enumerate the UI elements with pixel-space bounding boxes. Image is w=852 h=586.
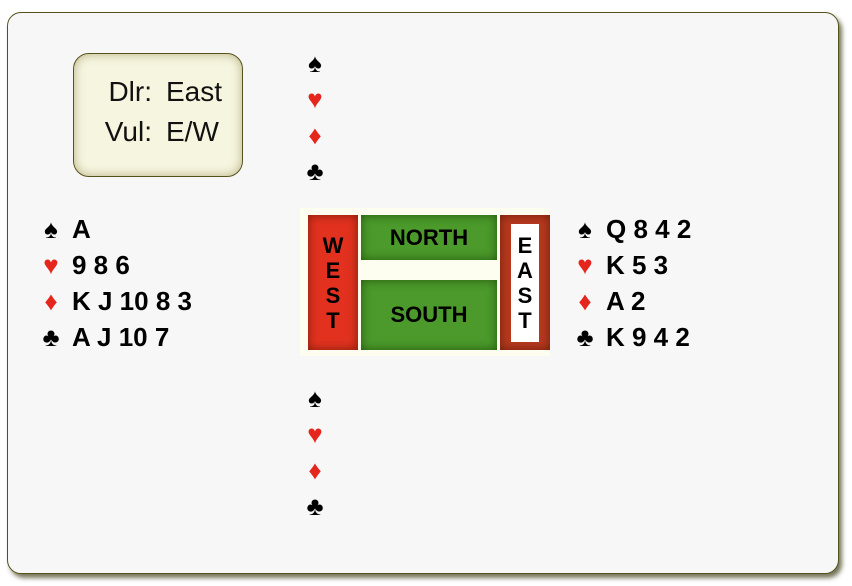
- east-spades: Q 8 4 2: [606, 213, 692, 244]
- east-diamonds: A 2: [606, 285, 646, 316]
- east-hand: ♠ Q 8 4 2 ♥ K 5 3 ♦ A 2 ♣ K 9 4 2: [570, 211, 691, 355]
- club-icon: ♣: [306, 155, 324, 186]
- diamond-icon: ♦: [44, 285, 58, 316]
- west-letter: S: [325, 282, 341, 308]
- west-letter: T: [326, 307, 340, 333]
- vulnerability-value: E/W: [166, 116, 219, 147]
- spade-icon: ♠: [578, 213, 592, 244]
- north-seat: NORTH: [361, 215, 497, 260]
- club-icon: ♣: [42, 321, 60, 352]
- west-clubs: A J 10 7: [72, 321, 170, 352]
- heart-icon: ♥: [307, 83, 323, 114]
- dealer-label: Dlr:: [108, 76, 152, 107]
- west-letter: W: [322, 232, 344, 258]
- diamond-icon: ♦: [308, 119, 322, 150]
- diamond-icon: ♦: [578, 285, 592, 316]
- east-hearts: K 5 3: [606, 249, 669, 280]
- north-hand: ♠ ♥ ♦ ♣: [300, 45, 336, 189]
- spade-icon: ♠: [44, 213, 58, 244]
- club-icon: ♣: [306, 490, 324, 521]
- east-letter: A: [517, 257, 533, 283]
- heart-icon: ♥: [577, 249, 593, 280]
- south-hand: ♠ ♥ ♦ ♣: [300, 380, 336, 524]
- heart-icon: ♥: [43, 249, 59, 280]
- spade-icon: ♠: [308, 382, 322, 413]
- west-letter: E: [325, 257, 341, 283]
- vulnerability-label: Vul:: [104, 116, 152, 147]
- diamond-icon: ♦: [308, 454, 322, 485]
- club-icon: ♣: [576, 321, 594, 352]
- west-diamonds: K J 10 8 3: [72, 285, 192, 316]
- west-seat: W E S T: [308, 215, 358, 350]
- spade-icon: ♠: [308, 47, 322, 78]
- dealer-value: East: [166, 76, 223, 107]
- east-letter: T: [518, 307, 532, 333]
- east-letter: S: [517, 282, 533, 308]
- west-spades: A: [72, 213, 91, 244]
- south-seat: SOUTH: [361, 280, 497, 350]
- deal-info-box: Dlr: East Vul: E/W: [73, 53, 243, 177]
- compass-table: W E S T NORTH SOUTH E A S T: [300, 208, 550, 356]
- west-hand: ♠ A ♥ 9 8 6 ♦ K J 10 8 3 ♣ A J 10 7: [36, 211, 192, 355]
- heart-icon: ♥: [307, 418, 323, 449]
- west-hearts: 9 8 6: [72, 249, 130, 280]
- east-seat: E A S T: [500, 215, 550, 350]
- east-letter: E: [517, 232, 533, 258]
- east-clubs: K 9 4 2: [606, 321, 690, 352]
